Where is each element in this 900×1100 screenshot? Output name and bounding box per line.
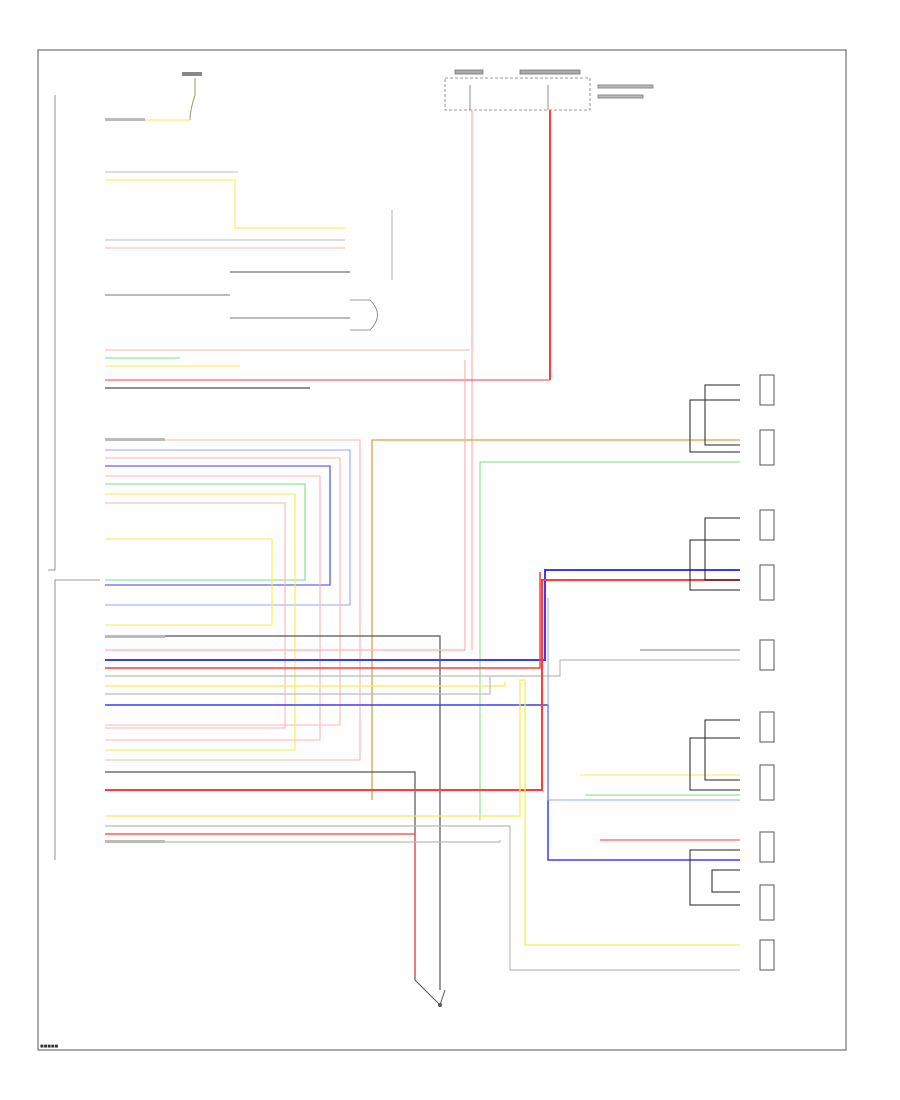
speaker-left-door: [759, 639, 775, 671]
speaker-wires-upper: [105, 439, 361, 761]
connector-group-mid: [105, 349, 470, 389]
connector-pins: [105, 118, 165, 843]
footer-code: ■■■■■: [40, 1044, 58, 1050]
speaker-left-front-upper: [704, 374, 775, 446]
speaker-wires-lower: [105, 360, 740, 990]
speaker-right-rear-lower: [711, 869, 775, 921]
speaker-right-front-upper: [704, 509, 775, 581]
diagram-frame: [37, 49, 847, 1051]
radio-bracket: [48, 95, 100, 860]
ground-connector: [414, 979, 446, 1007]
speaker-left-rear-lower: [689, 737, 775, 801]
speaker-left-front-lower: [689, 399, 775, 466]
connector-group-top: [105, 171, 350, 319]
speaker-left-rear-upper: [704, 711, 775, 781]
speaker-right-door: [759, 939, 775, 971]
antenna-circuit: [110, 72, 202, 121]
speaker-right-front-lower: [689, 539, 775, 601]
switch-box: [350, 299, 378, 331]
fuse-block: [444, 69, 654, 111]
speaker-right-rear-upper: [689, 831, 775, 906]
